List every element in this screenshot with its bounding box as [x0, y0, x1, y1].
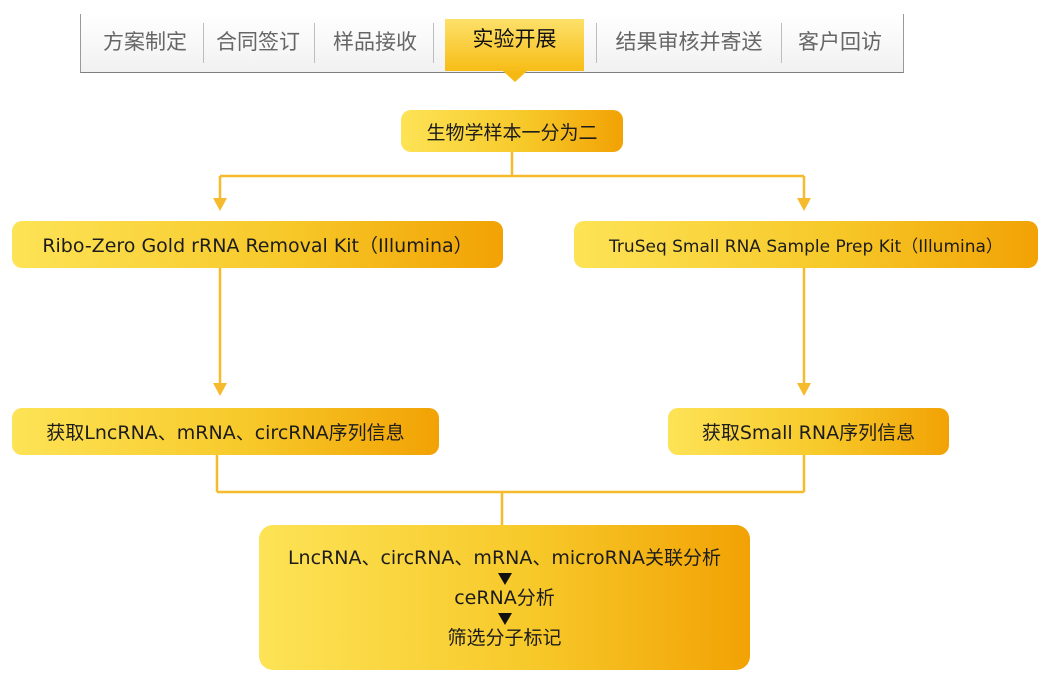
left-kit-label: Ribo-Zero Gold rRNA Removal Kit（Illumina… [42, 235, 473, 257]
right-result-box: 获取Small RNA序列信息 [668, 408, 949, 455]
step-divider [781, 23, 782, 63]
down-triangle-icon [497, 572, 512, 585]
right-result-label: 获取Small RNA序列信息 [701, 422, 916, 444]
step-customer-followup[interactable]: 客户回访 [798, 30, 882, 54]
root-sample-box: 生物学样本一分为二 [401, 110, 623, 152]
arrow-head-right-result [797, 383, 811, 396]
step-review-delivery[interactable]: 结果审核并寄送 [615, 30, 763, 54]
step-divider [314, 23, 315, 63]
step-divider [433, 23, 434, 63]
step-divider [203, 23, 204, 63]
step-plan[interactable]: 方案制定 [103, 30, 187, 54]
root-sample-label: 生物学样本一分为二 [426, 121, 598, 144]
step-contract[interactable]: 合同签订 [216, 30, 300, 54]
analysis-box: LncRNA、circRNA、mRNA、microRNA关联分析 ceRNA分析… [259, 525, 750, 670]
left-result-label: 获取LncRNA、mRNA、circRNA序列信息 [46, 422, 405, 444]
down-triangle-icon [497, 612, 512, 625]
left-result-box: 获取LncRNA、mRNA、circRNA序列信息 [12, 408, 439, 455]
left-kit-box: Ribo-Zero Gold rRNA Removal Kit（Illumina… [12, 221, 503, 268]
arrow-head-left-kit [213, 198, 227, 211]
marker-screening-label: 筛选分子标记 [447, 626, 562, 649]
right-kit-box: TruSeq Small RNA Sample Prep Kit（Illumin… [574, 221, 1038, 268]
step-navigation: 方案制定 合同签订 样品接收 实验开展 结果审核并寄送 客户回访 [80, 14, 904, 82]
arrow-head-right-kit [797, 198, 811, 211]
step-experiment-active[interactable]: 实验开展 [445, 19, 584, 82]
step-sample-receipt[interactable]: 样品接收 [333, 30, 417, 54]
association-analysis-label: LncRNA、circRNA、mRNA、microRNA关联分析 [287, 546, 722, 569]
cerna-analysis-label: ceRNA分析 [454, 586, 555, 609]
arrow-head-left-result [213, 383, 227, 396]
step-divider [596, 23, 597, 63]
right-kit-label: TruSeq Small RNA Sample Prep Kit（Illumin… [609, 237, 1003, 257]
